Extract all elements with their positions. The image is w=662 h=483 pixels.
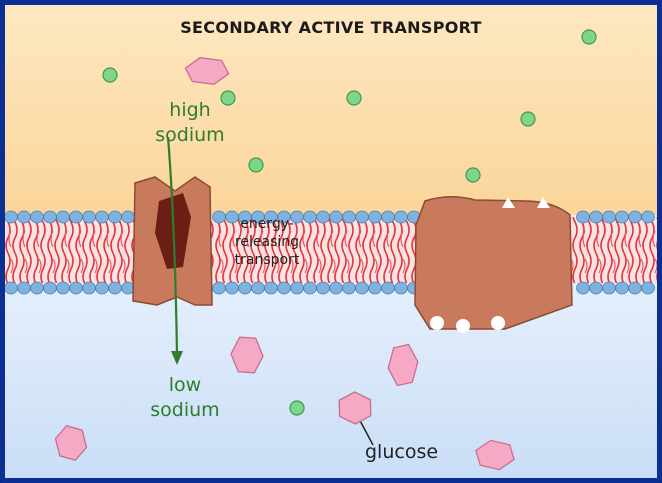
glucose-molecule-icon bbox=[387, 343, 419, 387]
lipid-heads-bottom bbox=[5, 281, 655, 295]
lipid-head bbox=[641, 281, 655, 295]
sodium-flow-arrow bbox=[166, 136, 183, 365]
lipid-head bbox=[602, 210, 616, 224]
lipid-head bbox=[355, 210, 369, 224]
lipid-head bbox=[69, 281, 83, 295]
lipid-head bbox=[316, 210, 330, 224]
lipid-head bbox=[381, 210, 395, 224]
lipid-head bbox=[329, 210, 343, 224]
membrane-diagram bbox=[5, 5, 657, 478]
lipid-head bbox=[355, 281, 369, 295]
sodium-ion-icon bbox=[581, 29, 597, 45]
lipid-head bbox=[576, 281, 590, 295]
low-sodium-line2: sodium bbox=[150, 399, 220, 421]
lipid-head bbox=[576, 210, 590, 224]
lipid-head bbox=[238, 281, 252, 295]
lipid-head bbox=[394, 281, 408, 295]
lipid-head bbox=[30, 210, 44, 224]
sodium-ion-icon bbox=[465, 167, 481, 183]
lipid-head bbox=[628, 281, 642, 295]
lipid-head bbox=[56, 210, 70, 224]
lipid-head bbox=[30, 281, 44, 295]
lipid-head bbox=[316, 281, 330, 295]
glucose-molecules bbox=[54, 57, 515, 471]
lipid-head bbox=[108, 210, 122, 224]
lipid-head bbox=[329, 281, 343, 295]
energy-line2: releasing bbox=[234, 234, 300, 250]
energy-line1: energy- bbox=[240, 216, 294, 232]
glucose-molecule-icon bbox=[475, 439, 515, 471]
lipid-head bbox=[641, 210, 655, 224]
lipid-head bbox=[121, 210, 135, 224]
lipid-head bbox=[17, 210, 31, 224]
lipid-head bbox=[95, 281, 109, 295]
lipid-head bbox=[69, 210, 83, 224]
lipid-head bbox=[368, 281, 382, 295]
high-sodium-line2: sodium bbox=[155, 124, 225, 146]
lipid-head bbox=[43, 210, 57, 224]
lipid-head bbox=[628, 210, 642, 224]
lipid-head bbox=[212, 281, 226, 295]
high-sodium-label: high sodium bbox=[145, 98, 235, 148]
glucose-molecule-icon bbox=[184, 57, 230, 85]
lipid-head bbox=[95, 210, 109, 224]
energy-line3: transport bbox=[234, 252, 300, 268]
lipid-head bbox=[368, 210, 382, 224]
lipid-head bbox=[108, 281, 122, 295]
lipid-head bbox=[342, 281, 356, 295]
low-sodium-line1: low bbox=[168, 374, 202, 396]
lipid-head bbox=[342, 210, 356, 224]
lipid-head bbox=[17, 281, 31, 295]
sodium-ion-icon bbox=[346, 90, 362, 106]
lipid-head bbox=[303, 281, 317, 295]
lipid-head bbox=[602, 281, 616, 295]
lipid-head bbox=[264, 281, 278, 295]
lipid-head bbox=[82, 281, 96, 295]
sodium-ion-icon bbox=[248, 157, 264, 173]
sodium-ion-icon bbox=[102, 67, 118, 83]
membrane-protein-icon bbox=[414, 196, 573, 333]
energy-releasing-transport-label: energy- releasing transport bbox=[217, 215, 317, 269]
lipid-head bbox=[394, 210, 408, 224]
sodium-ion-icon bbox=[520, 111, 536, 127]
lipid-head bbox=[381, 281, 395, 295]
lipid-head bbox=[589, 210, 603, 224]
cotransporter-protein-icon bbox=[132, 176, 213, 306]
lipid-head bbox=[5, 281, 18, 295]
glucose-molecule-icon bbox=[54, 424, 88, 462]
lipid-head bbox=[56, 281, 70, 295]
lipid-head bbox=[251, 281, 265, 295]
lipid-head bbox=[5, 210, 18, 224]
glucose-label: glucose bbox=[365, 441, 439, 463]
lipid-heads-top bbox=[5, 210, 655, 224]
sodium-ion-icon bbox=[220, 90, 236, 106]
sodium-ion-icon bbox=[289, 400, 305, 416]
high-sodium-line1: high bbox=[169, 99, 211, 121]
lipid-head bbox=[290, 281, 304, 295]
low-sodium-label: low sodium bbox=[140, 373, 230, 423]
lipid-head bbox=[615, 210, 629, 224]
lipid-head bbox=[615, 281, 629, 295]
lipid-head bbox=[43, 281, 57, 295]
sodium-ions bbox=[102, 29, 597, 416]
lipid-head bbox=[82, 210, 96, 224]
glucose-molecule-icon bbox=[230, 336, 264, 374]
lipid-head bbox=[225, 281, 239, 295]
lipid-head bbox=[277, 281, 291, 295]
diagram-title: SECONDARY ACTIVE TRANSPORT bbox=[180, 18, 482, 37]
lipid-head bbox=[589, 281, 603, 295]
glucose-molecule-icon bbox=[338, 391, 372, 425]
extracellular-fluid bbox=[5, 5, 657, 215]
